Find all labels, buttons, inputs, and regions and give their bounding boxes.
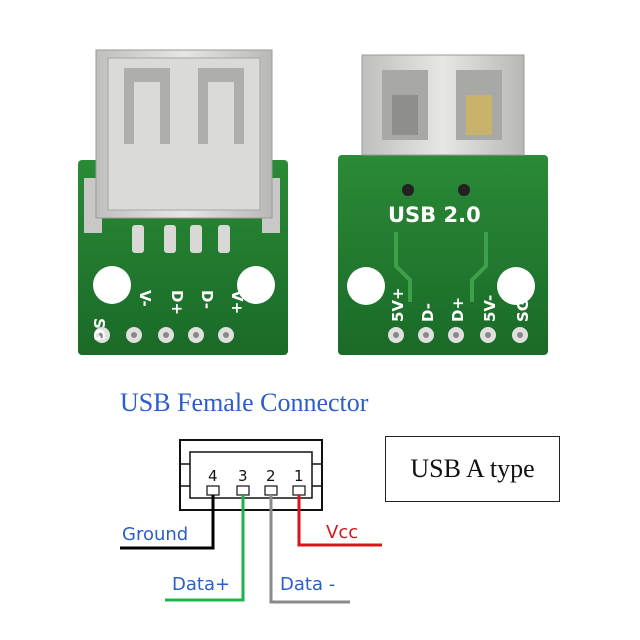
left-pin-label: D+ — [168, 290, 186, 315]
pin-number: 1 — [294, 467, 304, 485]
pcb-trace — [470, 232, 488, 302]
right-pin-label: SG — [514, 299, 532, 322]
mount-hole — [497, 267, 535, 305]
right-pads — [388, 327, 528, 343]
pcb-trace — [394, 232, 412, 302]
connector-type-box: USB A type — [385, 436, 560, 502]
ground-wire — [120, 495, 215, 550]
mount-hole — [237, 266, 275, 304]
right-pin-label: 5V- — [481, 295, 499, 322]
right-pin-label: 5V+ — [389, 287, 407, 322]
usb-breakout-photo: SG V- D+ D- V+ USB 2.0 5V+ — [78, 49, 548, 355]
mount-hole — [93, 266, 131, 304]
right-pcb — [338, 155, 548, 355]
board-header: USB 2.0 — [388, 203, 481, 227]
left-pins — [132, 225, 230, 253]
pin-number: 2 — [266, 467, 276, 485]
right-board: USB 2.0 5V+ D- D+ 5V- SG — [338, 54, 548, 355]
right-pin-label: D+ — [449, 297, 467, 322]
left-pin-label: SG — [90, 318, 108, 341]
spring-contact-1 — [124, 68, 170, 144]
pinout-diagram: 4 3 2 1 Ground Data+ Data - Vcc — [120, 439, 382, 604]
right-pin-label: D- — [419, 303, 437, 322]
left-pin-label: D- — [198, 290, 216, 309]
spring-contact-2 — [198, 68, 244, 144]
connector-type-label: USB A type — [410, 454, 535, 483]
wire-label-data-plus: Data+ — [172, 574, 230, 595]
diagram-title: USB Female Connector — [120, 388, 369, 417]
left-pin-label: V- — [136, 290, 154, 307]
left-pads — [94, 327, 234, 343]
data-plus-wire — [165, 495, 245, 602]
mount-hole — [347, 267, 385, 305]
wire-label-vcc: Vcc — [326, 522, 358, 543]
vcc-wire — [297, 495, 382, 547]
via — [402, 184, 414, 196]
wire-label-ground: Ground — [122, 524, 188, 545]
left-pin-label: V+ — [228, 290, 246, 314]
wire-label-data-minus: Data - — [280, 574, 335, 595]
via — [458, 184, 470, 196]
pin-number: 4 — [208, 467, 218, 485]
pin-number: 3 — [238, 467, 248, 485]
data-minus-wire — [269, 495, 350, 604]
left-board: SG V- D+ D- V+ — [78, 49, 288, 355]
